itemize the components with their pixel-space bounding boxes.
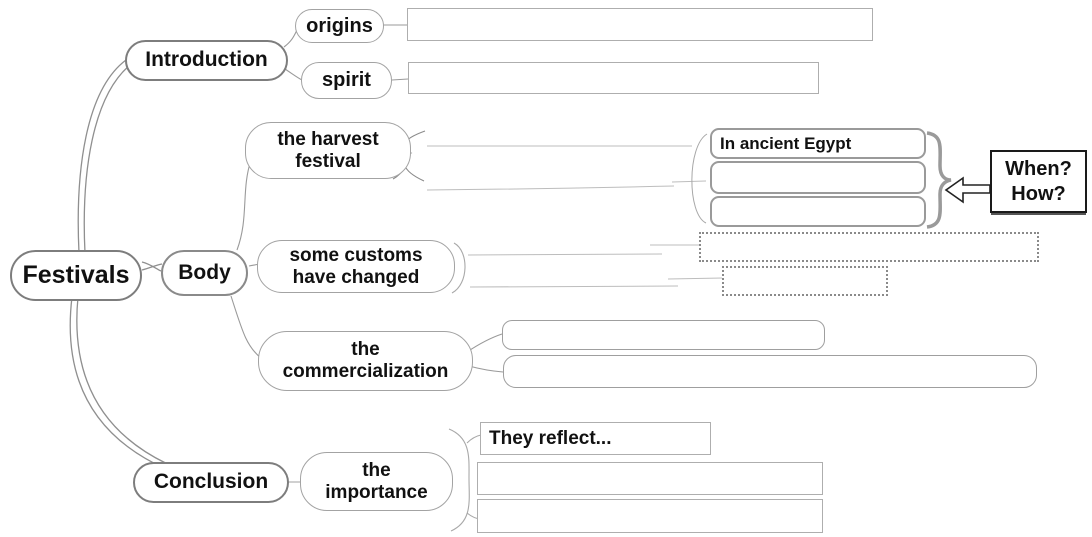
customs-slot-connectors: [467, 244, 724, 288]
origins-answer-box[interactable]: [407, 8, 873, 41]
festivals-body-connector: [141, 261, 163, 272]
customs-brace-icon: [451, 242, 466, 294]
harvest-slot-connectors: [426, 133, 708, 224]
importance-answer-box-2[interactable]: [477, 462, 823, 495]
when-how-callout: When? How?: [990, 150, 1087, 213]
harvest-answer-box-3[interactable]: [710, 196, 926, 227]
customs-answer-box-2[interactable]: [722, 266, 888, 296]
festivals-root-node: Festivals: [10, 250, 142, 301]
customs-answer-box-1[interactable]: [699, 232, 1039, 262]
customs-changed-node: some customs have changed: [257, 240, 455, 293]
spirit-answer-box[interactable]: [408, 62, 819, 94]
they-reflect-text: They reflect...: [489, 427, 612, 449]
introduction-node: Introduction: [125, 40, 288, 81]
importance-answer-box-1[interactable]: They reflect...: [480, 422, 711, 455]
spirit-node: spirit: [301, 62, 392, 99]
harvest-answer-box-1[interactable]: In ancient Egypt: [710, 128, 926, 159]
origins-node: origins: [295, 9, 384, 43]
callout-arrow-icon: [944, 176, 991, 204]
conclusion-node: Conclusion: [133, 462, 289, 503]
importance-node: the importance: [300, 452, 453, 511]
body-node: Body: [161, 250, 248, 296]
commercialization-answer-box-2[interactable]: [503, 355, 1037, 388]
importance-answer-box-3[interactable]: [477, 499, 823, 533]
in-ancient-egypt-text: In ancient Egypt: [720, 133, 852, 153]
festivals-introduction-connector: [77, 59, 131, 254]
harvest-answer-box-2[interactable]: [710, 161, 926, 194]
commercialization-answer-box-1[interactable]: [502, 320, 825, 350]
introduction-sub-connectors: [283, 24, 409, 81]
commercialization-node: the commercialization: [258, 331, 473, 391]
harvest-festival-node: the harvest festival: [245, 122, 411, 179]
egypt-curly-brace-icon: [926, 131, 952, 229]
